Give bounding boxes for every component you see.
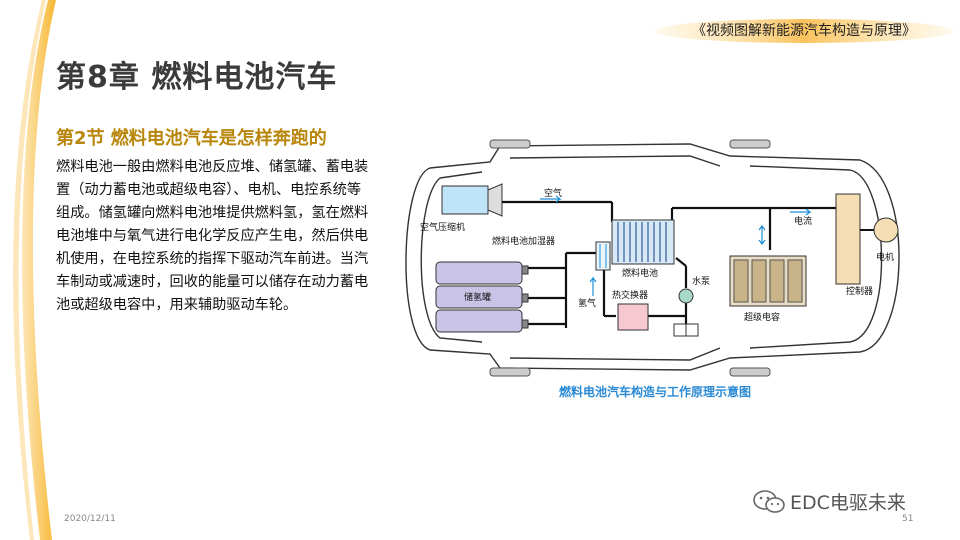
body-paragraph: 燃料电池一般由燃料电池反应堆、储氢罐、蓄电装置（动力蓄电池或超级电容）、电机、电… bbox=[56, 159, 369, 313]
heat-exchanger-icon bbox=[617, 303, 649, 331]
humidifier-icon bbox=[595, 241, 611, 271]
fuel-cell-vehicle-diagram: 空气压缩机 空气 燃料电池 燃料 bbox=[405, 139, 900, 377]
hydrogen-tank-icon bbox=[435, 261, 529, 333]
chapter-title: 第8章 燃料电池汽车 bbox=[56, 60, 338, 95]
controller-icon bbox=[835, 193, 861, 285]
supercapacitor-icon bbox=[729, 255, 807, 307]
motor-icon bbox=[860, 217, 899, 243]
heat-exchanger-label: 热交换器 bbox=[612, 289, 648, 301]
controller-label: 控制器 bbox=[846, 285, 873, 297]
water-pump-label: 水泵 bbox=[692, 275, 710, 287]
fuel-cell-stack-icon bbox=[611, 219, 675, 265]
watermark-text: EDC电驱未来 bbox=[790, 492, 906, 514]
fuel-cell-label: 燃料电池 bbox=[622, 267, 658, 279]
air-label: 空气 bbox=[544, 187, 562, 199]
left-decorative-curve bbox=[13, 0, 56, 540]
motor-label: 电机 bbox=[876, 251, 894, 263]
diagram-caption: 燃料电池汽车构造与工作原理示意图 bbox=[558, 385, 751, 399]
watermark: EDC电驱未来 bbox=[752, 488, 906, 515]
air-compressor-icon bbox=[441, 183, 503, 217]
hydrogen-label: 氢气 bbox=[578, 297, 596, 309]
car-outline bbox=[405, 143, 900, 371]
supercapacitor-label: 超级电容 bbox=[744, 311, 780, 323]
book-title: 《视频图解新能源汽车构造与原理》 bbox=[692, 23, 916, 39]
wechat-icon bbox=[753, 489, 785, 513]
section-title: 第2节 燃料电池汽车是怎样奔跑的 bbox=[56, 128, 327, 149]
page-number: 51 bbox=[902, 514, 914, 524]
hydrogen-tank-label: 储氢罐 bbox=[464, 291, 491, 303]
wheel-markers bbox=[489, 139, 771, 377]
current-label: 电流 bbox=[794, 215, 812, 227]
book-title-banner: 《视频图解新能源汽车构造与原理》 bbox=[654, 18, 954, 44]
humidifier-label: 燃料电池加湿器 bbox=[492, 235, 555, 247]
footer-date: 2020/12/11 bbox=[64, 514, 116, 524]
water-pump-icon bbox=[673, 288, 699, 337]
air-compressor-label: 空气压缩机 bbox=[420, 221, 465, 233]
